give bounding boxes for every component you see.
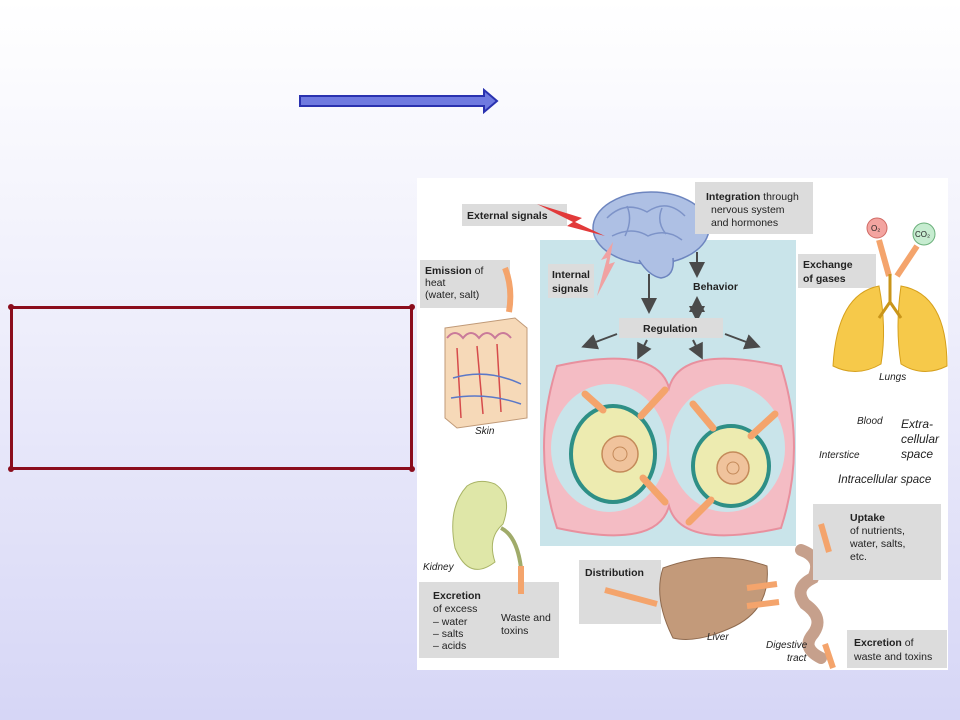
excretion-gut-line2: waste and toxins [853, 651, 932, 663]
extracellular-line2: cellular [901, 432, 940, 446]
uptake-line3: water, salts, [849, 538, 905, 550]
extracellular-line3: space [901, 447, 933, 461]
integration-line2: nervous system [711, 204, 785, 216]
external-signals-box [462, 204, 567, 226]
kidney-icon [452, 480, 523, 570]
emission-line3: (water, salt) [425, 289, 479, 301]
emission-label: Emission of [425, 265, 483, 277]
integration-box [695, 182, 813, 234]
extracellular-line1: Extra- [901, 417, 933, 431]
excretion-kidney-line5: – acids [433, 640, 466, 652]
uptake-line2: of nutrients, [850, 525, 905, 537]
waste-line1: Waste and [501, 612, 551, 624]
liver-label: Liver [707, 632, 729, 643]
blue-right-arrow [299, 88, 499, 114]
cells-icon [543, 357, 795, 537]
uptake-line4: etc. [850, 551, 867, 563]
uptake-box [813, 504, 941, 580]
regulation-box [619, 318, 723, 338]
lungs-label: Lungs [879, 372, 906, 383]
intracellular-label: Intracellular space [838, 474, 931, 486]
internal-signals-line2: signals [552, 283, 588, 295]
skin-label: Skin [475, 426, 495, 437]
digestive-line1: Digestive [766, 640, 808, 651]
exchange-line1: Exchange [803, 259, 853, 271]
behavior-label: Behavior [693, 281, 738, 293]
homeostasis-figure: External signals Integration through ner… [417, 178, 948, 670]
internal-signals-box [548, 264, 594, 298]
excretion-kidney-line3: – water [433, 616, 468, 628]
liver-icon [659, 556, 768, 640]
internal-signals-line1: Internal [552, 269, 590, 281]
lungs-icon [832, 274, 948, 372]
exchange-box [798, 254, 876, 288]
emission-box [420, 260, 510, 308]
excretion-gut-box [847, 630, 947, 668]
integration-label: Integration through [706, 191, 799, 203]
distribution-label: Distribution [585, 567, 644, 579]
waste-line2: toxins [501, 625, 528, 637]
digestive-line2: tract [787, 653, 808, 664]
emission-line2: heat [425, 277, 446, 289]
excretion-kidney-label: Excretion [433, 590, 481, 602]
co2-label: CO₂ [915, 230, 930, 239]
excretion-kidney-line4: – salts [433, 628, 463, 640]
uptake-label: Uptake [850, 512, 885, 524]
external-signals-label: External signals [467, 210, 548, 222]
excretion-gut-label: Excretion of [854, 637, 914, 649]
skin-icon [444, 317, 528, 429]
exchange-line2: of gases [803, 273, 846, 285]
integration-line3: and hormones [711, 217, 778, 229]
excretion-kidney-box [419, 582, 559, 658]
kidney-label: Kidney [423, 562, 455, 573]
o2-label: O₂ [871, 224, 880, 233]
excretion-kidney-line2: of excess [433, 603, 477, 615]
lightning-icon [537, 204, 605, 236]
blood-label: Blood [857, 416, 883, 427]
internal-lightning-icon [597, 242, 615, 296]
o2-icon [866, 217, 888, 239]
empty-text-box [8, 304, 415, 472]
regulation-label: Regulation [643, 323, 697, 335]
interstice-label: Interstice [819, 450, 860, 461]
co2-icon [912, 222, 936, 246]
